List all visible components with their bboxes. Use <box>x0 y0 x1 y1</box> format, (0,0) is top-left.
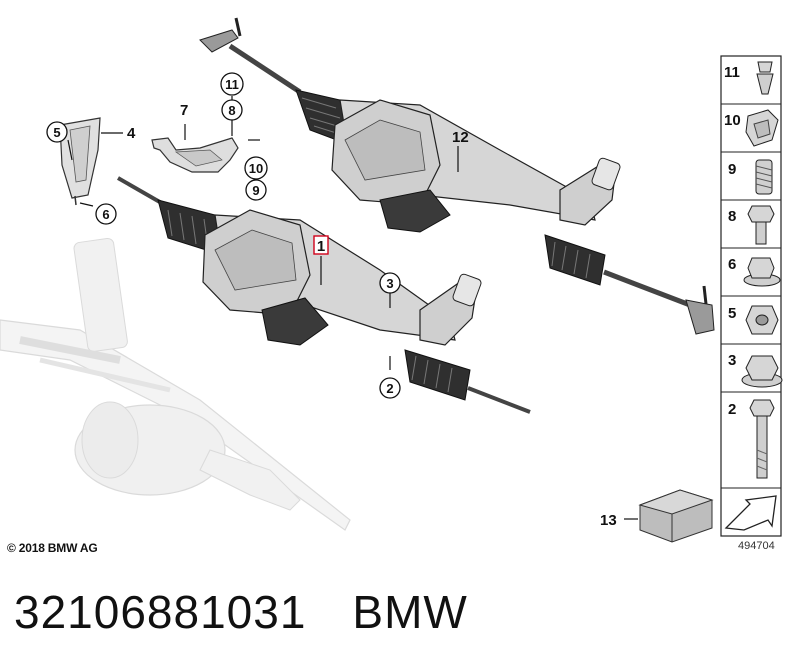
svg-text:5: 5 <box>53 125 60 140</box>
parts-sidebar: 11 10 9 8 <box>720 55 783 537</box>
arrow-icon <box>724 495 777 531</box>
steering-rack-upper-part-12 <box>199 17 715 335</box>
bracket-part-7 <box>151 137 239 173</box>
sidebar-item-10: 10 <box>724 109 779 147</box>
sidebar-item-3: 3 <box>728 352 783 388</box>
reference-number: 494704 <box>738 540 775 552</box>
callout-2: 2 <box>379 377 401 399</box>
svg-text:11: 11 <box>724 64 740 81</box>
svg-text:2: 2 <box>728 401 736 418</box>
svg-text:6: 6 <box>728 256 736 273</box>
svg-text:1: 1 <box>317 238 325 255</box>
callout-3: 3 <box>379 272 401 294</box>
svg-text:13: 13 <box>600 512 617 529</box>
svg-text:7: 7 <box>180 102 188 119</box>
callout-7: 7 <box>180 102 188 119</box>
svg-text:6: 6 <box>102 207 109 222</box>
bellows-shield-part-4 <box>59 117 101 206</box>
part-13-accessory-box: 13 <box>600 489 714 543</box>
svg-text:9: 9 <box>252 183 259 198</box>
callout-5: 5 <box>46 121 68 143</box>
svg-text:10: 10 <box>724 112 741 129</box>
sidebar-item-8: 8 <box>728 205 775 245</box>
callout-12: 12 <box>452 129 469 146</box>
leader-lines <box>67 96 638 520</box>
part-number: 32106881031 <box>14 586 307 638</box>
callout-10: 10 <box>244 156 268 180</box>
svg-text:5: 5 <box>728 305 736 322</box>
threaded-insert-icon <box>755 159 773 195</box>
hex-bolt-short-icon <box>747 205 775 245</box>
callout-6: 6 <box>95 203 117 225</box>
callout-4: 4 <box>127 125 136 142</box>
steering-rack-lower-part-1 <box>117 176 531 414</box>
hex-nut-icon <box>745 305 779 335</box>
callout-9: 9 <box>245 179 267 201</box>
hex-bolt-long-icon <box>749 399 775 479</box>
brand-name: BMW <box>352 586 468 638</box>
callout-11: 11 <box>220 72 244 96</box>
svg-text:3: 3 <box>386 276 393 291</box>
callout-1: 1 <box>313 235 329 255</box>
svg-text:9: 9 <box>728 161 736 178</box>
sidebar-item-6: 6 <box>728 256 781 287</box>
part-caption: 32106881031 BMW <box>14 585 468 639</box>
sidebar-item-5: 5 <box>728 305 779 335</box>
svg-text:11: 11 <box>225 77 239 92</box>
copyright-text: © 2018 BMW AG <box>7 541 98 555</box>
sidebar-item-2: 2 <box>728 399 775 479</box>
clip-nut-icon <box>756 61 774 95</box>
callout-8: 8 <box>221 99 243 121</box>
ghost-steering-rack <box>0 237 351 531</box>
svg-text:2: 2 <box>386 381 393 396</box>
sidebar-item-11: 11 <box>724 61 774 95</box>
svg-text:8: 8 <box>728 208 736 225</box>
flange-nut-icon <box>741 355 783 388</box>
svg-text:4: 4 <box>127 125 136 142</box>
collar-screw-icon <box>743 257 781 287</box>
svg-text:10: 10 <box>249 161 263 176</box>
sidebar-item-9: 9 <box>728 159 773 195</box>
svg-text:3: 3 <box>728 352 736 369</box>
svg-text:12: 12 <box>452 129 469 146</box>
clip-bracket-icon <box>745 109 779 147</box>
svg-text:8: 8 <box>228 103 235 118</box>
